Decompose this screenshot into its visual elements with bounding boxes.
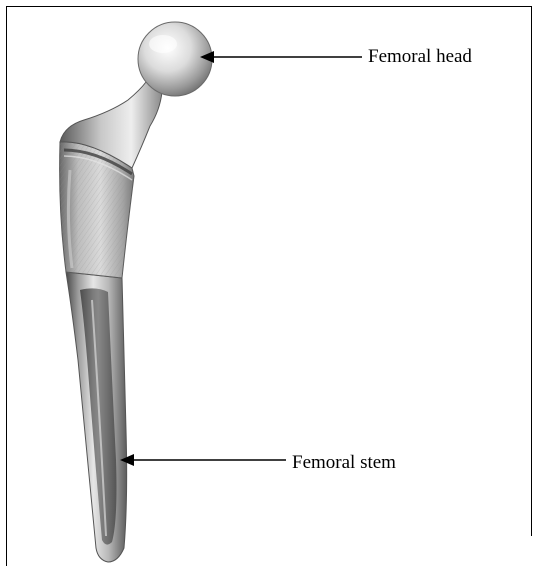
femoral-head-arrow: [200, 51, 362, 63]
femoral-head-label: Femoral head: [368, 47, 472, 66]
femoral-head-highlight: [149, 35, 177, 53]
femoral-head-shape: [138, 22, 212, 96]
femoral-stem-arrow: [120, 454, 286, 466]
femoral-stem-shape: [66, 272, 127, 562]
femoral-stem-label: Femoral stem: [292, 453, 396, 472]
